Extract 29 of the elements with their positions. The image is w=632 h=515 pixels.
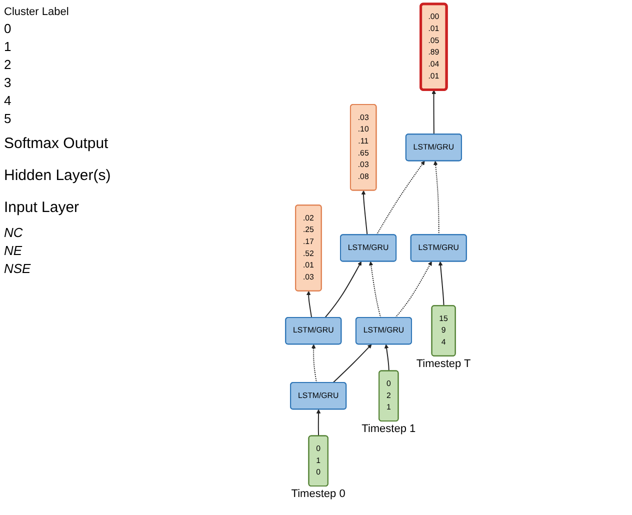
column-heading: Cluster Label xyxy=(4,6,70,18)
feature-label: NC xyxy=(4,225,24,240)
layer-label: Softmax Output xyxy=(4,135,110,152)
arrow xyxy=(433,160,440,236)
arrow xyxy=(368,261,382,318)
arrow xyxy=(306,290,312,318)
timestep-label: Timestep T xyxy=(416,358,471,370)
arrow xyxy=(316,409,321,437)
arrow xyxy=(376,160,425,236)
cluster-number: 0 xyxy=(4,21,12,36)
arrow xyxy=(311,344,318,384)
arrow xyxy=(324,261,362,318)
arrow xyxy=(361,190,368,236)
cluster-number: 3 xyxy=(4,75,12,90)
layer-label: Hidden Layer(s) xyxy=(4,167,112,184)
feature-label: NSE xyxy=(4,261,32,276)
layer-label: Input Layer xyxy=(4,199,80,216)
cluster-number: 4 xyxy=(4,93,12,108)
cluster-number: 2 xyxy=(4,57,12,72)
arrow xyxy=(438,261,444,306)
timestep-label: Timestep 1 xyxy=(362,422,416,435)
arrow xyxy=(394,261,432,318)
cluster-number: 1 xyxy=(4,39,12,54)
timestep-label: Timestep 0 xyxy=(291,488,346,500)
arrow xyxy=(384,344,390,372)
arrow xyxy=(332,344,372,384)
arrow xyxy=(432,90,436,135)
cluster-number: 5 xyxy=(4,111,12,126)
feature-label: NE xyxy=(4,243,24,258)
